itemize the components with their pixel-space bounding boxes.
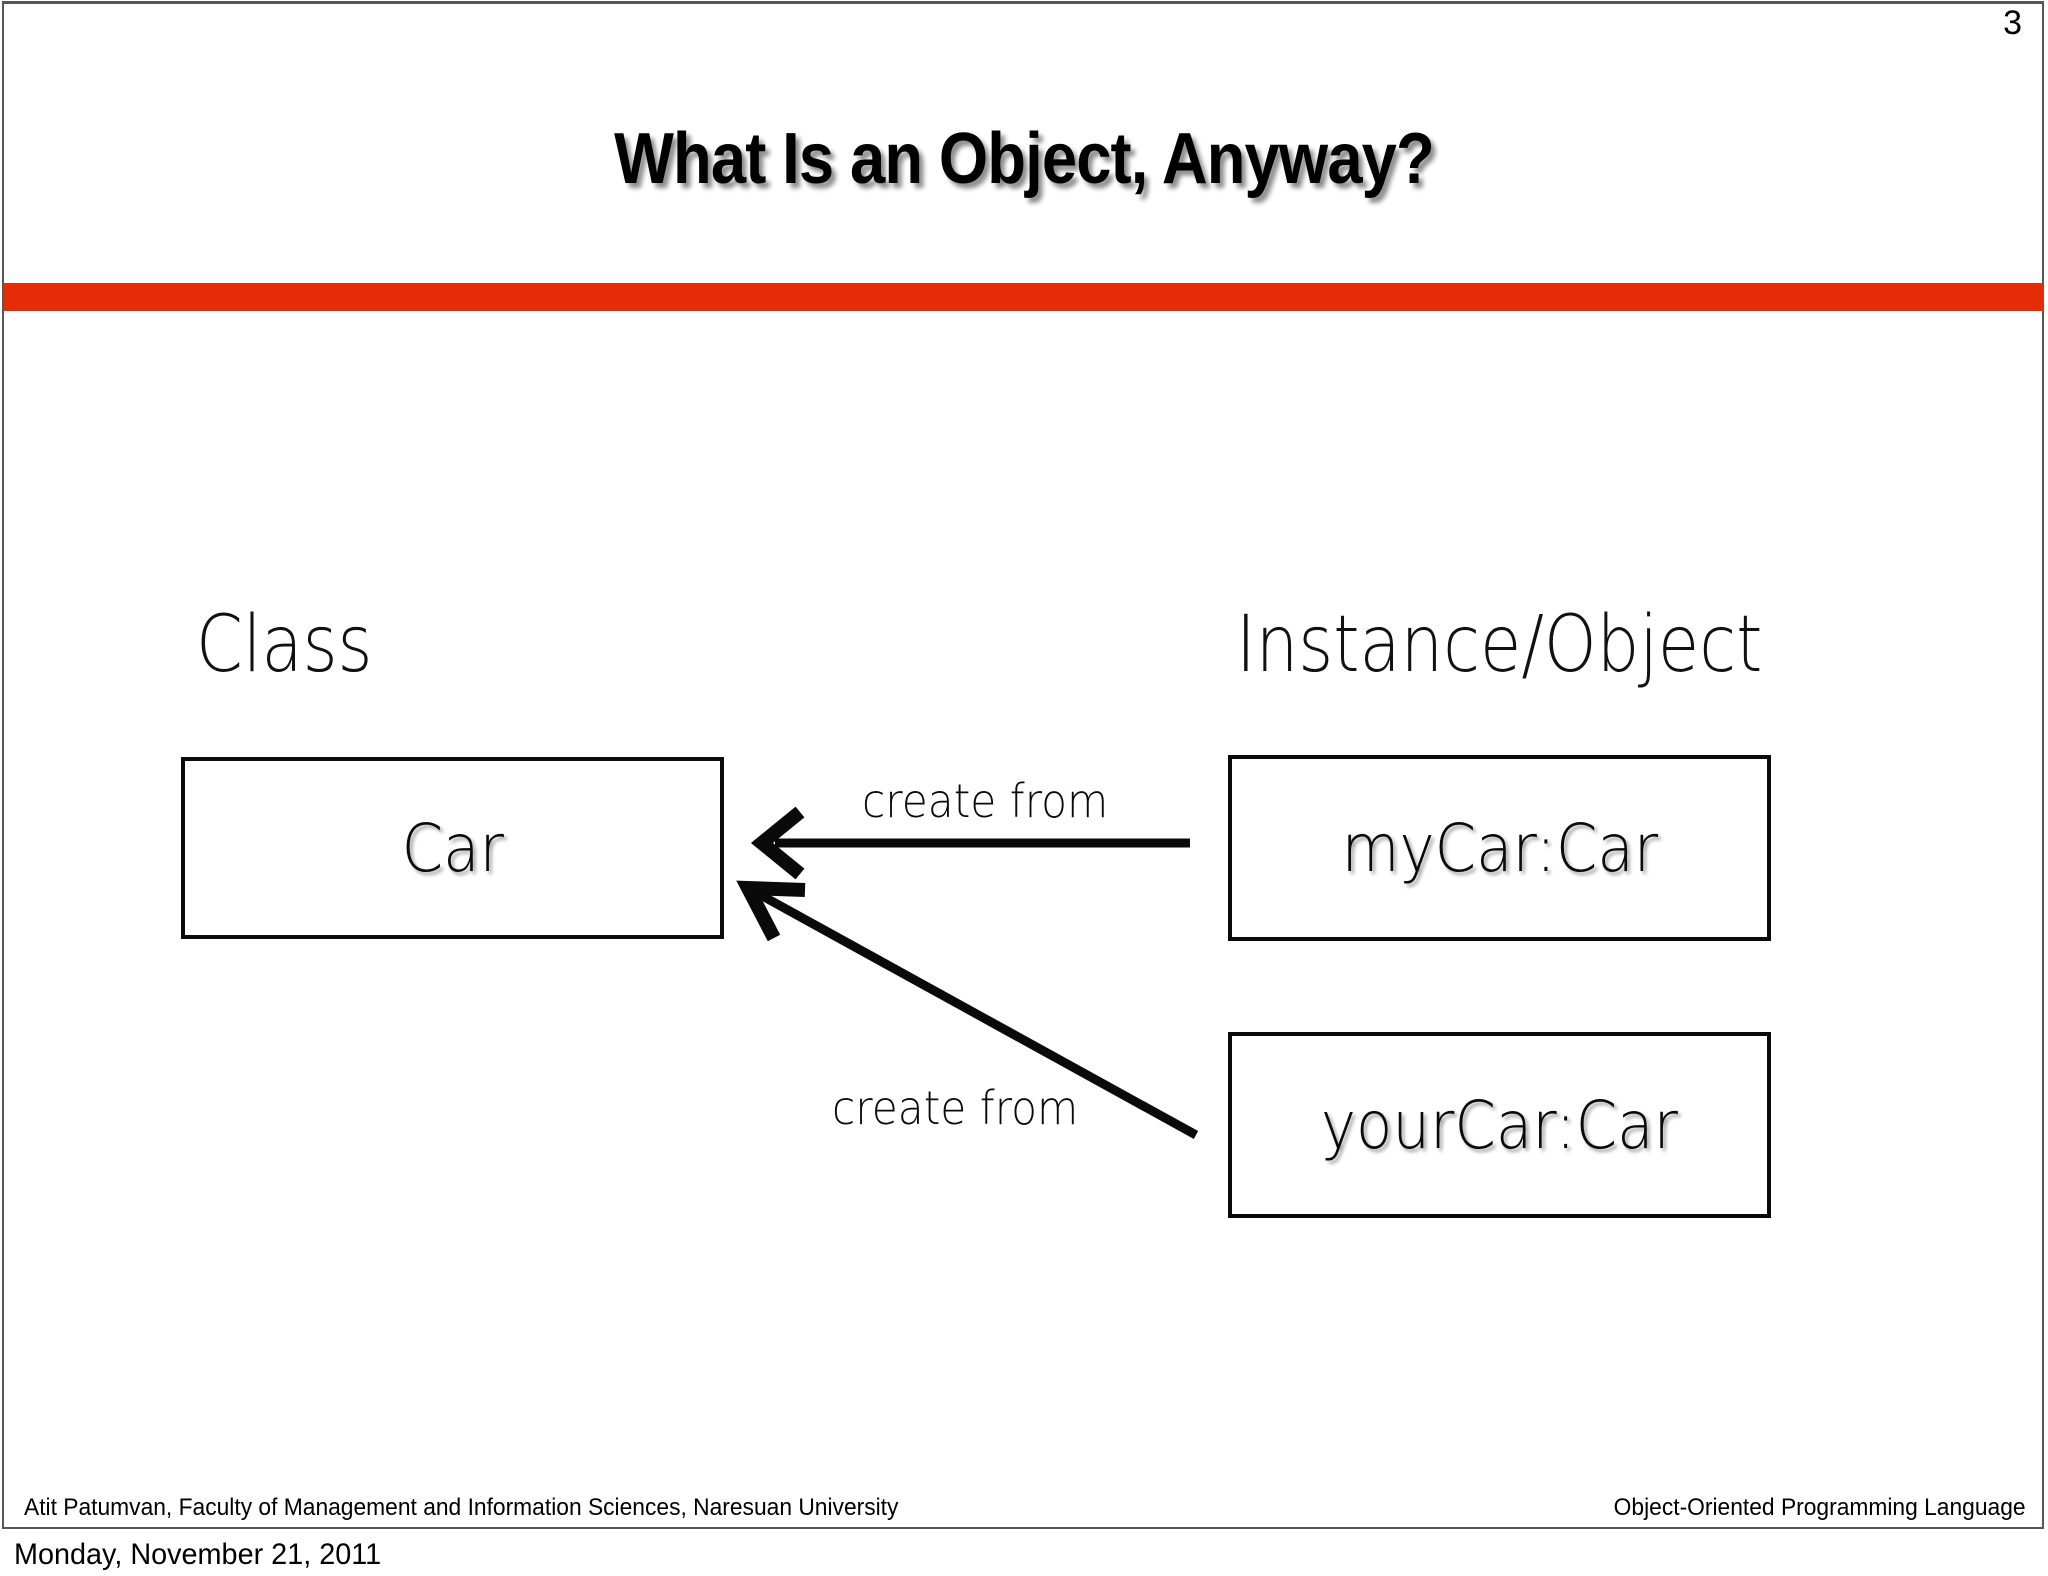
slide-title: What Is an Object, Anyway? <box>614 119 1435 199</box>
column-heading-class: Class <box>196 600 373 690</box>
instance-box-yourcar[interactable]: yourCar:Car <box>1228 1032 1771 1218</box>
instance-box-yourcar-label: yourCar:Car <box>1320 1086 1679 1164</box>
relation-label-create-from-yourcar: create from <box>832 1081 1079 1135</box>
title-accent-bar <box>4 283 2044 311</box>
page-number: 3 <box>2003 4 2022 42</box>
footer-bar: Atit Patumvan, Faculty of Management and… <box>4 1490 2044 1530</box>
relation-label-create-from-mycar: create from <box>862 774 1109 828</box>
class-box-car-label: Car <box>401 809 504 887</box>
footer-author: Atit Patumvan, Faculty of Management and… <box>24 1494 899 1521</box>
footer-date: Monday, November 21, 2011 <box>14 1538 382 1571</box>
instance-box-mycar-label: myCar:Car <box>1341 809 1658 887</box>
instance-box-mycar[interactable]: myCar:Car <box>1228 755 1771 941</box>
footer-course: Object-Oriented Programming Language <box>1614 1494 2026 1521</box>
class-box-car[interactable]: Car <box>181 757 724 939</box>
column-heading-instance-object: Instance/Object <box>1236 600 1763 690</box>
